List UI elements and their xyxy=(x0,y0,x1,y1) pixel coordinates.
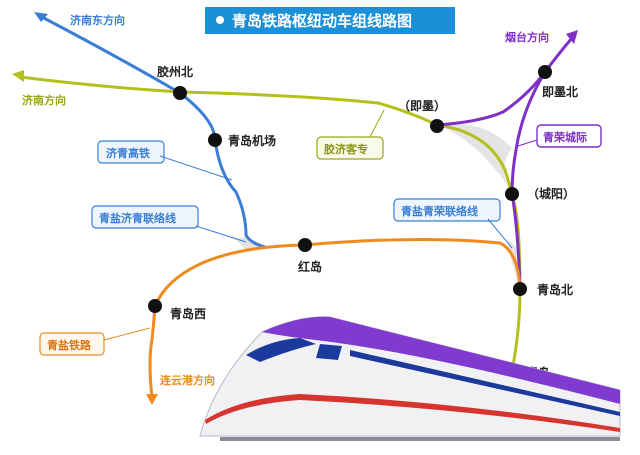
yantai-arrow-icon xyxy=(566,30,578,44)
callout-jiqing-hsr-text: 济青高铁 xyxy=(106,146,150,160)
jinan-east-line xyxy=(39,14,266,249)
label-hongdao: 红岛 xyxy=(298,259,322,274)
label-jimobei: 即墨北 xyxy=(542,84,578,99)
train-windshield xyxy=(246,338,316,362)
label-qingdaobei: 青岛北 xyxy=(537,282,573,297)
callout-jiaoji-passenger: 胶济客专 xyxy=(316,109,385,160)
label-qingdaoxi: 青岛西 xyxy=(170,306,206,321)
map-title: 青岛铁路枢纽动车组线路图 xyxy=(232,12,412,30)
yantai-line xyxy=(436,37,574,127)
label-jimo: （即墨） xyxy=(398,98,446,113)
jimo-chengyang-junction xyxy=(437,123,512,192)
train-illustration xyxy=(185,316,625,451)
dir-yantai: 烟台方向 xyxy=(505,30,549,44)
dir-jinan: 济南方向 xyxy=(22,93,66,107)
callout-qingyan-text: 青盐铁路 xyxy=(47,338,92,352)
callout-yanqing-qingrong-link: 青盐青荣联络线 xyxy=(393,198,513,249)
station-hongdao[interactable] xyxy=(298,238,312,252)
callout-qingrong-intercity: 青荣城际 xyxy=(517,124,602,148)
jiaoji-line xyxy=(19,75,438,127)
callout-yanqing-jiqing-link: 青盐济青联络线 xyxy=(91,205,247,243)
station-jiaozhoubei[interactable] xyxy=(173,86,187,100)
callout-yanqing-jiqing-text: 青盐济青联络线 xyxy=(99,211,176,225)
label-chengyang: （城阳） xyxy=(527,186,575,201)
station-airport[interactable] xyxy=(208,133,222,147)
callout-qingrong-text: 青荣城际 xyxy=(543,130,587,144)
jinan-arrow-icon xyxy=(12,70,24,82)
yanqing-line xyxy=(148,237,522,399)
qingrong-line xyxy=(510,71,547,289)
title-background xyxy=(205,7,455,34)
callout-jiaoji-text: 胶济客专 xyxy=(324,142,368,156)
dir-lianyungang: 连云港方向 xyxy=(160,373,215,387)
callout-qingyan-railway: 青盐铁路 xyxy=(39,327,151,356)
station-jimobei[interactable] xyxy=(538,65,552,79)
callout-yanqing-qingrong-text: 青盐青荣联络线 xyxy=(401,204,478,218)
callout-jiqing-hsr: 济青高铁 xyxy=(97,140,233,181)
label-jiaozhoubei: 胶州北 xyxy=(157,64,193,79)
jinan-east-arrow-icon xyxy=(34,12,48,22)
station-qingdaobei[interactable] xyxy=(513,282,527,296)
station-chengyang[interactable] xyxy=(505,187,519,201)
lianyungang-arrow-icon xyxy=(146,394,158,405)
station-jimo[interactable] xyxy=(430,119,444,133)
label-airport: 青岛机场 xyxy=(228,133,276,148)
title-bullet-icon xyxy=(216,16,224,24)
title-banner: 青岛铁路枢纽动车组线路图 xyxy=(205,7,455,34)
dir-jinan-east: 济南东方向 xyxy=(70,13,125,27)
station-qingdaoxi[interactable] xyxy=(148,299,162,313)
hongdao-junction xyxy=(232,236,264,250)
